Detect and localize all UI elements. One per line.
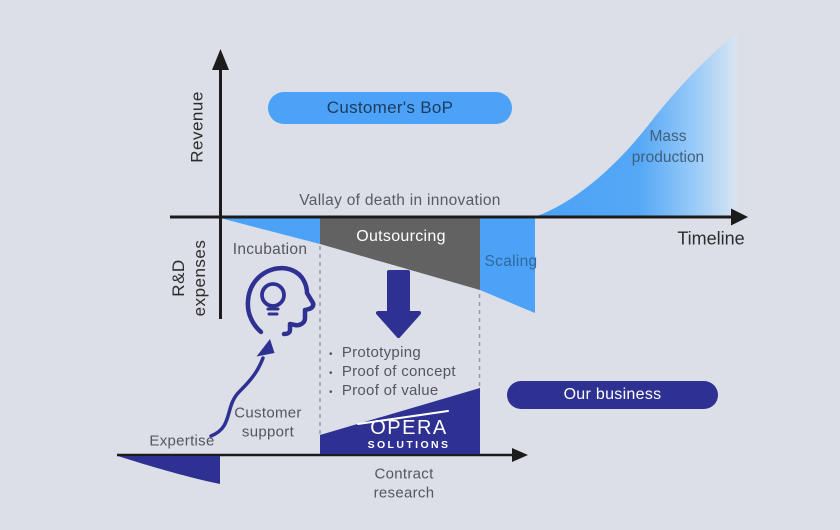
our-business-label: Our business — [563, 386, 662, 403]
list-item-label: Prototyping — [341, 344, 421, 361]
contract-research-line2: research — [373, 484, 435, 501]
rd-label-line2: expenses — [190, 239, 209, 317]
mass-production-curve — [537, 33, 737, 216]
scaling-wedge — [480, 218, 535, 313]
scaling-label: Scaling — [484, 253, 538, 270]
expertise-wedge — [118, 456, 220, 484]
mass-production-line2: production — [631, 149, 705, 166]
logo-name: OPERA — [370, 417, 448, 439]
curved-up-arrow-icon — [209, 339, 275, 438]
business-axis-arrowhead — [512, 448, 528, 462]
outsourcing-label: Outsourcing — [356, 228, 446, 245]
mass-production-line1: Mass — [649, 128, 687, 146]
bullet-dot-icon: • — [329, 349, 333, 360]
deliverables-list: • Prototyping • Proof of concept • Proof… — [329, 344, 456, 401]
outsourcing-wedge — [320, 218, 480, 290]
contract-research-label: Contract research — [349, 465, 459, 503]
rd-expenses-axis-label: R&D expenses — [168, 240, 211, 317]
timeline-axis-label: Timeline — [677, 228, 745, 249]
rd-label-line1: R&D — [168, 259, 188, 297]
list-item: • Proof of value — [329, 382, 456, 401]
customers-bop-label: Customer's BoP — [326, 98, 454, 117]
list-item: • Prototyping — [329, 344, 456, 363]
customer-support-label: Customer support — [213, 404, 323, 442]
list-item-label: Proof of concept — [341, 363, 456, 380]
head-lightbulb-icon — [245, 265, 316, 337]
expertise-label: Expertise — [149, 432, 215, 450]
customer-support-line1: Customer — [234, 404, 302, 422]
incubation-wedge — [222, 218, 320, 244]
revenue-axis-arrowhead — [212, 49, 229, 70]
contract-research-line1: Contract — [374, 465, 434, 483]
bullet-dot-icon: • — [329, 387, 333, 398]
valley-of-death-label: Vallay of death in innovation — [299, 192, 501, 209]
list-item-label: Proof of value — [341, 382, 439, 399]
logo-swoosh — [357, 410, 449, 425]
incubation-label: Incubation — [232, 241, 308, 258]
timeline-axis-arrowhead — [731, 208, 748, 226]
list-item: • Proof of concept — [329, 363, 456, 382]
bullet-dot-icon: • — [329, 368, 333, 379]
our-business-badge: Our business — [507, 381, 718, 409]
customers-bop-badge: Customer's BoP — [268, 92, 512, 124]
down-arrow-icon — [376, 270, 421, 338]
opera-solutions-logo: OPERA SOLUTIONS — [352, 417, 466, 451]
contract-research-wedge — [320, 388, 480, 454]
mass-production-label: Mass production — [608, 127, 728, 169]
logo-subname: SOLUTIONS — [367, 439, 451, 451]
revenue-axis-label: Revenue — [187, 91, 207, 163]
customer-support-line2: support — [241, 423, 295, 440]
